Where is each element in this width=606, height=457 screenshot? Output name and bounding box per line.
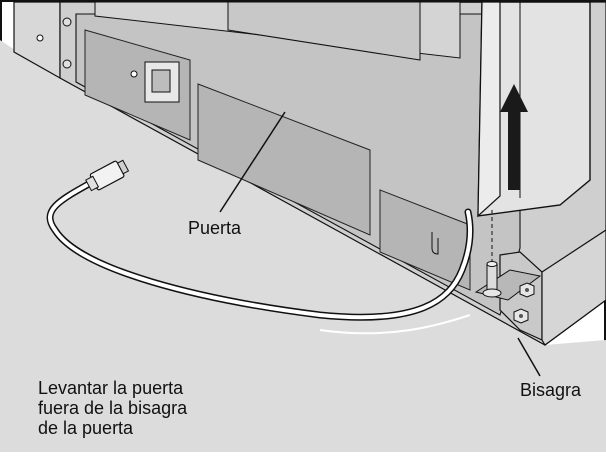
screw-center-bottom — [519, 314, 523, 318]
hinge-leader-line — [517, 337, 541, 377]
door-leader-line — [219, 111, 286, 213]
recess-screw-1 — [130, 70, 138, 78]
power-cord-inner — [48, 178, 472, 320]
recess-1 — [84, 29, 191, 141]
floor — [0, 40, 606, 452]
up-arrow-icon — [500, 84, 528, 190]
upper-window — [227, 1, 421, 61]
instruction-line-1: Levantar la puerta — [38, 378, 184, 398]
cord-shadow — [319, 314, 471, 335]
recess-3 — [379, 189, 471, 291]
instruction-line-3: de la puerta — [38, 418, 134, 438]
hinge-pin-top — [486, 261, 498, 267]
flange-screw-bottom — [62, 59, 72, 69]
recess-2 — [197, 83, 371, 236]
screw-center-top — [525, 288, 529, 292]
side-screw — [36, 34, 44, 42]
hinge-label: Bisagra — [520, 380, 582, 400]
cabinet-right-edge — [541, 229, 606, 346]
plug — [85, 159, 130, 192]
door-edge — [477, 1, 501, 218]
connector-socket — [151, 69, 171, 93]
door-label: Puerta — [188, 218, 242, 238]
hinge-washer — [482, 288, 502, 298]
instruction-text: Levantar la puerta fuera de la bisagra d… — [38, 378, 187, 438]
instruction-line-2: fuera de la bisagra — [38, 398, 188, 418]
flange-screw-top — [62, 17, 72, 27]
recess-slot-3 — [431, 232, 439, 255]
